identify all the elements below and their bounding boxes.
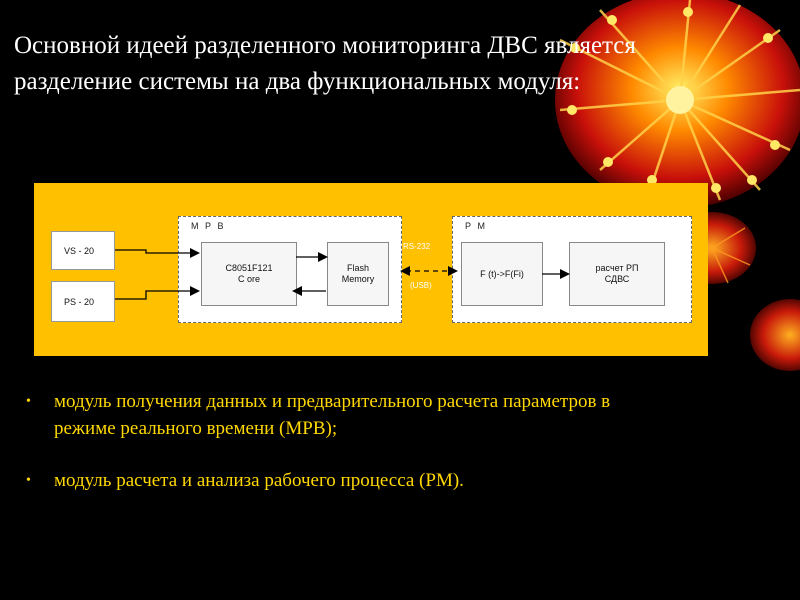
module-pm-label: Р М — [465, 221, 488, 231]
slide-title: Основной идеей разделенного мониторинга … — [14, 28, 704, 100]
module-mpb: М Р В С8051F121 C ore Flash Memory — [178, 216, 402, 323]
title-line-2: разделение системы на два функциональных… — [14, 68, 581, 95]
bullet-text: модуль расчета и анализа рабочего процес… — [54, 470, 464, 491]
arrow-ps20-to-core — [115, 290, 192, 300]
link-label-usb: (USB) — [410, 281, 432, 290]
calc-block: расчет РП СДВС — [569, 242, 665, 306]
arrow-vs20-to-core — [115, 249, 192, 254]
bullet-item-mpb: • модуль получения данных и предваритель… — [26, 388, 726, 442]
bullet-text: режиме реального времени (МРВ); — [54, 418, 338, 439]
bullet-dot-icon: • — [26, 394, 31, 409]
link-label-rs232: RS-232 — [403, 242, 431, 251]
flash-memory-block: Flash Memory — [327, 242, 389, 306]
module-pm: Р М F (t)->F(Fi) расчет РП СДВС — [452, 216, 692, 323]
bullet-list: • модуль получения данных и предваритель… — [26, 388, 726, 494]
diagram-arrows — [115, 248, 570, 300]
title-line-1: Основной идеей разделенного мониторинга … — [14, 32, 636, 59]
bullet-text: модуль получения данных и предварительно… — [54, 391, 611, 412]
sensor-ps20: PS - 20 — [51, 281, 115, 322]
sensor-vs20: VS - 20 — [51, 231, 115, 270]
bullet-dot-icon: • — [26, 473, 31, 488]
cpu-core-block: С8051F121 C ore — [201, 242, 297, 306]
bullet-item-pm: • модуль расчета и анализа рабочего проц… — [26, 467, 726, 494]
system-diagram: VS - 20 PS - 20 М Р В С8051F121 C ore Fl… — [34, 183, 708, 356]
flower-bottom-icon — [750, 299, 800, 371]
flower-large-icon — [555, 0, 800, 208]
module-mpb-label: М Р В — [191, 221, 226, 231]
